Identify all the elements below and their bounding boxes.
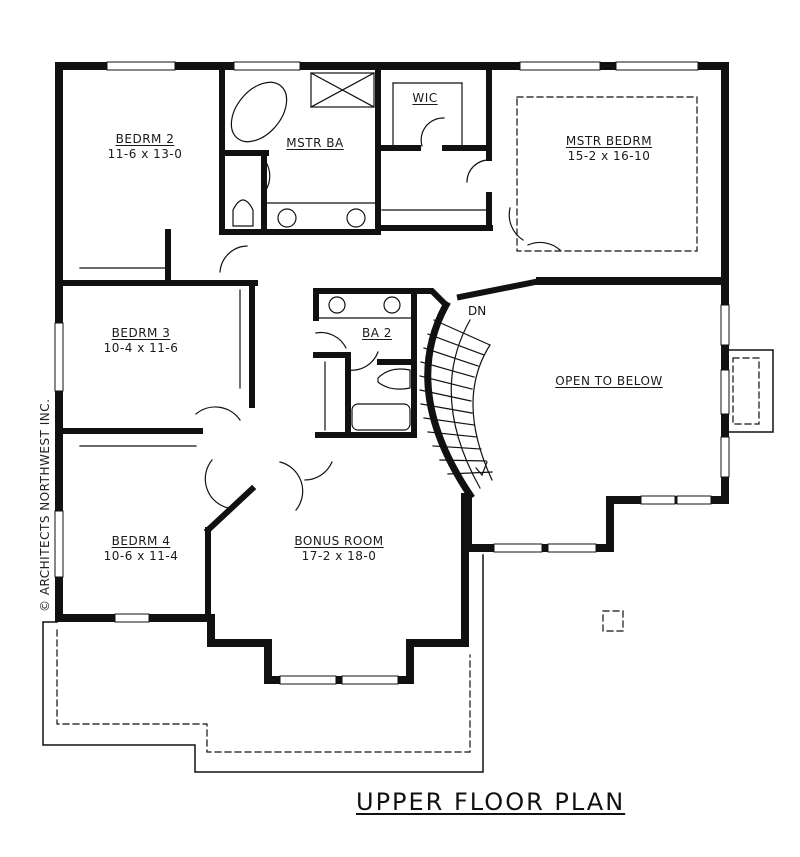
windows <box>54 61 730 685</box>
room-dimensions: 17-2 x 18-0 <box>301 549 377 563</box>
door-swings <box>195 117 561 511</box>
room-mstr-ba: MSTR BA <box>286 136 343 151</box>
room-name: MSTR BA <box>286 136 344 150</box>
copyright-label: © ARCHITECTS NORTHWEST INC. <box>38 398 52 612</box>
room-dimensions: 10-4 x 11-6 <box>103 341 179 355</box>
curved-staircase <box>419 300 493 500</box>
dashed-outlines <box>56 96 760 753</box>
room-dimensions: 10-6 x 11-4 <box>103 549 179 563</box>
room-bonus-room: BONUS ROOM 17-2 x 18-0 <box>294 534 383 564</box>
room-bedrm-3: BEDRM 3 10-4 x 11-6 <box>104 326 179 356</box>
fixtures <box>79 72 488 447</box>
room-name: BEDRM 4 <box>111 534 171 548</box>
room-wic: WIC <box>412 91 437 106</box>
room-dimensions: 15-2 x 16-10 <box>567 149 651 163</box>
room-name: BEDRM 2 <box>115 132 175 146</box>
room-ba-2: BA 2 <box>362 326 392 341</box>
room-bedrm-2: BEDRM 2 11-6 x 13-0 <box>108 132 183 162</box>
room-name: WIC <box>412 91 438 105</box>
interior-walls <box>56 63 544 621</box>
room-name: OPEN TO BELOW <box>555 374 663 388</box>
room-mstr-bedrm: MSTR BEDRM 15-2 x 16-10 <box>566 134 652 164</box>
room-open-to-below: OPEN TO BELOW <box>555 374 663 389</box>
room-name: BONUS ROOM <box>294 534 384 548</box>
room-dimensions: 11-6 x 13-0 <box>107 147 183 161</box>
room-name: BA 2 <box>362 326 392 340</box>
room-name: BEDRM 3 <box>111 326 171 340</box>
room-bedrm-4: BEDRM 4 10-6 x 11-4 <box>104 534 179 564</box>
stair-down-label: DN <box>468 304 487 318</box>
room-name: MSTR BEDRM <box>565 134 653 148</box>
plan-title: UPPER FLOOR PLAN <box>356 788 626 816</box>
